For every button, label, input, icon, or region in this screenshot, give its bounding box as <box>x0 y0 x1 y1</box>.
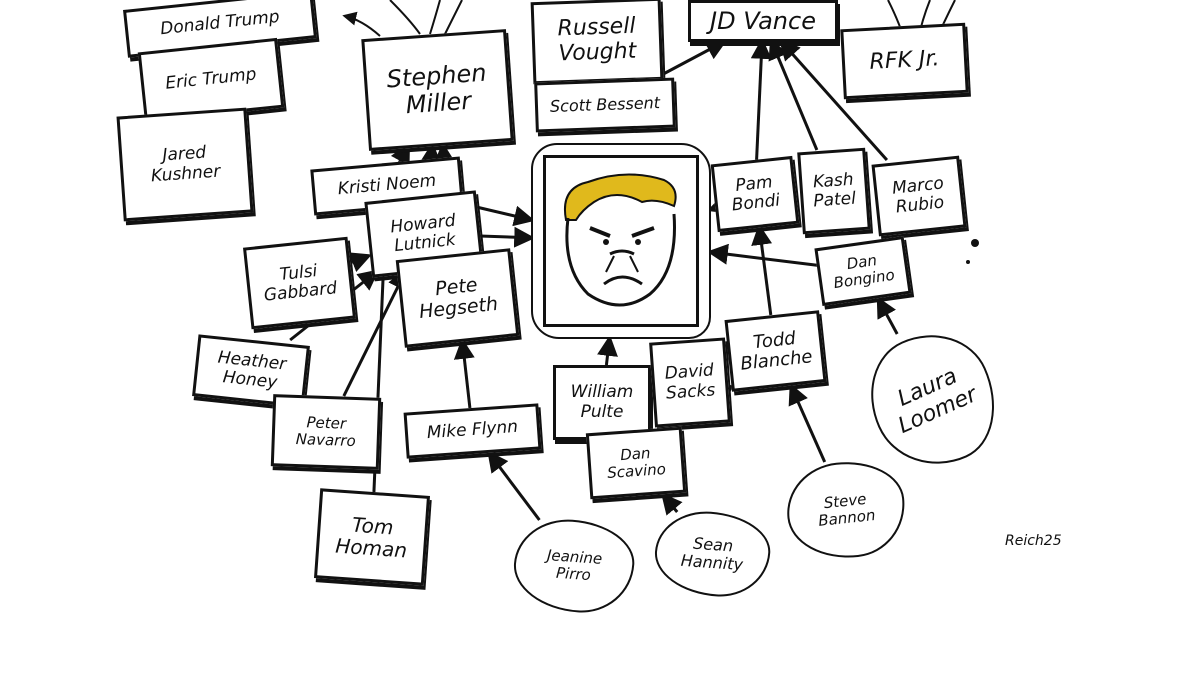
stray-arrow-icon <box>345 16 380 36</box>
node-tom-homan: Tom Homan <box>314 488 430 585</box>
node-jared-kushner: Jared Kushner <box>116 108 253 222</box>
edge-todd-blanche-to-pam-bondi <box>759 228 770 315</box>
ink-blot <box>971 239 979 247</box>
node-pam-bondi: Pam Bondi <box>711 156 800 232</box>
node-rfk-jr: RFK Jr. <box>840 23 968 99</box>
node-jd-vance: JD Vance <box>688 0 838 42</box>
edge-sean-hannity-to-dan-scavino <box>664 496 677 512</box>
node-david-sacks: David Sacks <box>649 337 731 427</box>
edge-laura-loomer-to-dan-bongino <box>879 300 897 334</box>
node-mike-flynn: Mike Flynn <box>404 403 542 458</box>
artist-signature: Reich25 <box>1005 533 1062 549</box>
trump-portrait <box>531 143 711 339</box>
node-kash-patel: Kash Patel <box>797 148 871 235</box>
node-william-pulte: William Pulte <box>553 365 651 440</box>
edge-steve-bannon-to-todd-blanche <box>791 387 824 462</box>
edge-mike-flynn-to-pete-hegseth <box>462 342 469 408</box>
node-scott-bessent: Scott Bessent <box>534 78 676 133</box>
node-tulsi-gabbard: Tulsi Gabbard <box>243 237 356 330</box>
node-dan-bongino: Dan Bongino <box>814 236 911 306</box>
portrait-frame <box>543 155 699 327</box>
node-russell-vought: Russell Vought <box>531 0 664 84</box>
node-stephen-miller: Stephen Miller <box>361 29 513 151</box>
edge-howard-lutnick-to-trump-portrait <box>480 236 531 238</box>
node-pete-hegseth: Pete Hegseth <box>396 248 520 348</box>
edge-pam-bondi-to-jd-vance <box>757 42 762 160</box>
node-marco-rubio: Marco Rubio <box>871 156 966 237</box>
edge-jeanine-pirro-to-mike-flynn <box>490 454 540 520</box>
node-dan-scavino: Dan Scavino <box>586 427 686 500</box>
hair-icon <box>565 174 676 220</box>
ink-blot-small <box>966 260 970 264</box>
edge-william-pulte-to-trump-portrait <box>606 339 609 365</box>
node-todd-blanche: Todd Blanche <box>724 310 826 392</box>
edge-tulsi-gabbard-to-howard-lutnick <box>352 256 368 262</box>
scribble-top-left <box>390 0 462 36</box>
trump-face-icon <box>546 158 696 324</box>
edge-pam-bondi-to-trump-portrait <box>711 208 714 209</box>
node-peter-navarro: Peter Navarro <box>271 394 381 470</box>
